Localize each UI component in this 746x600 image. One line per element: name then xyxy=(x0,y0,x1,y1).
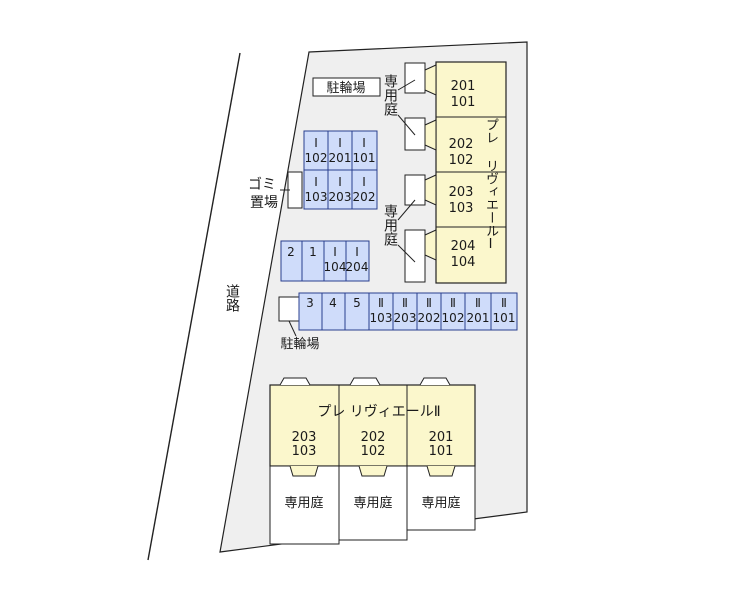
b2-unit-upper: 201 xyxy=(429,430,454,445)
parking-stall-top: Ⅱ xyxy=(426,296,432,310)
parking-stall-bottom: 201 xyxy=(329,151,352,165)
parking-stall-top: Ⅰ xyxy=(355,245,359,259)
b2-unit-lower: 102 xyxy=(361,444,386,459)
parking-stall-bottom: 202 xyxy=(418,311,441,325)
building-2: プレ リヴィエールⅡ 203 103 202 102 201 101 専用庭 専… xyxy=(269,377,476,545)
parking-stall-bottom: 103 xyxy=(305,190,328,204)
bicycle-parking-top xyxy=(312,77,381,97)
private-garden-label: 専用庭 xyxy=(382,204,398,246)
parking-stall-top: Ⅰ xyxy=(314,175,318,189)
parking-stall-top: Ⅰ xyxy=(333,245,337,259)
building-1-name: プレ リヴィエールⅠ xyxy=(483,118,498,252)
parking-stall-bottom: 104 xyxy=(324,260,347,274)
parking-stall-top: Ⅰ xyxy=(338,175,342,189)
building-2-name: プレ リヴィエールⅡ xyxy=(317,403,440,420)
b1-unit-upper: 202 xyxy=(449,137,474,152)
bicycle-parking-left xyxy=(278,296,300,322)
parking-stall-top: 1 xyxy=(309,245,317,259)
b2-unit-lower: 103 xyxy=(292,444,317,459)
building-1: 201 101 202 102 203 103 204 104 xyxy=(397,61,507,284)
bicycle-parking-left-label: 駐輪場 xyxy=(280,336,319,352)
parking-stall-bottom: 202 xyxy=(353,190,376,204)
garbage-label-line2: 置場 xyxy=(250,195,278,211)
building-2-body xyxy=(269,384,476,467)
parking-stall-top: Ⅱ xyxy=(475,296,481,310)
parking-stall-top: Ⅱ xyxy=(501,296,507,310)
parking-stall-top: 3 xyxy=(306,296,314,310)
b1-unit-lower: 101 xyxy=(451,95,476,110)
parking-stall-bottom: 101 xyxy=(493,311,516,325)
parking-stall-top: Ⅱ xyxy=(450,296,456,310)
parking-stall-top: Ⅰ xyxy=(314,136,318,150)
parking-stall-top: 2 xyxy=(287,245,295,259)
b1-unit-lower: 103 xyxy=(449,201,474,216)
b1-unit-upper: 204 xyxy=(451,239,476,254)
parking-stall-bottom: 103 xyxy=(370,311,393,325)
parking-stall-top: Ⅰ xyxy=(362,175,366,189)
parking-stall-bottom: 101 xyxy=(353,151,376,165)
b2-garden-label: 専用庭 xyxy=(353,495,392,511)
b2-unit-lower: 101 xyxy=(429,444,454,459)
b2-unit-upper: 203 xyxy=(292,430,317,445)
bicycle-parking-top-label: 駐輪場 xyxy=(326,80,365,96)
parking-stall-bottom: 102 xyxy=(305,151,328,165)
b1-unit-lower: 102 xyxy=(449,153,474,168)
parking-stall-top: 4 xyxy=(329,296,337,310)
private-garden-label: 専用庭 xyxy=(382,74,398,116)
parking-stall-bottom: 102 xyxy=(442,311,465,325)
parking-stall-top: Ⅱ xyxy=(378,296,384,310)
b1-unit-upper: 201 xyxy=(451,79,476,94)
b2-unit-upper: 202 xyxy=(361,430,386,445)
b2-garden-label: 専用庭 xyxy=(421,495,460,511)
garbage-label-line1: ゴミ xyxy=(248,176,276,193)
parking-stall-top: Ⅱ xyxy=(402,296,408,310)
road-label: 道路 xyxy=(224,284,240,312)
b1-unit-upper: 203 xyxy=(449,185,474,200)
parking-stall-bottom: 204 xyxy=(346,260,369,274)
parking-stall-top: 5 xyxy=(353,296,361,310)
parking-stall-bottom: 203 xyxy=(394,311,417,325)
b1-unit-lower: 104 xyxy=(451,255,476,270)
parking-stall-top: Ⅰ xyxy=(338,136,342,150)
parking-stall-top: Ⅰ xyxy=(362,136,366,150)
b2-garden-label: 専用庭 xyxy=(284,495,323,511)
parking-stall-bottom: 203 xyxy=(329,190,352,204)
garbage-area xyxy=(287,171,303,209)
parking-stall-bottom: 201 xyxy=(467,311,490,325)
road-edge-line xyxy=(147,52,241,561)
